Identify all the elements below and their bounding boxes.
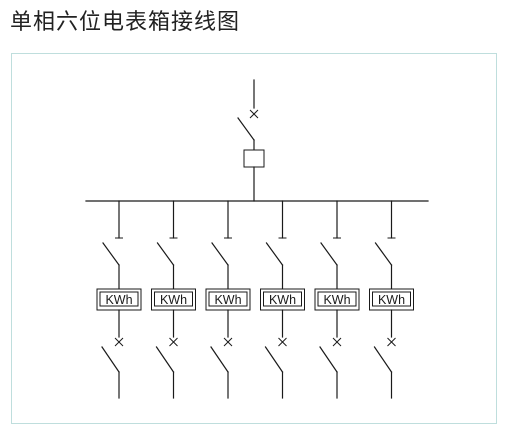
branch-2-lower-switch bbox=[155, 346, 175, 373]
branch-2-meter-inner bbox=[154, 291, 193, 307]
main-isolator-mark-b bbox=[249, 109, 259, 119]
branch-4-isolator-mark-b bbox=[278, 337, 287, 347]
branch-2-meter-label: KWh bbox=[160, 293, 187, 307]
branch-2: KWh bbox=[151, 200, 196, 399]
main-breaker-box bbox=[243, 149, 265, 168]
branch-2-upper-switch bbox=[156, 242, 175, 266]
branch-5-isolator-mark-b bbox=[332, 337, 342, 347]
branch-1-lower-switch bbox=[101, 346, 120, 373]
branch-5-upper-switch bbox=[320, 242, 338, 266]
branch-3-meter-inner bbox=[208, 291, 248, 307]
branch-circuits: KWh KWh KWh KWh KWh KWh bbox=[96, 200, 414, 399]
branch-3-upper-switch bbox=[211, 242, 229, 266]
branch-6: KWh bbox=[369, 200, 414, 399]
page-title: 单相六位电表箱接线图 bbox=[10, 10, 241, 35]
branch-2-isolator-mark-b bbox=[169, 337, 178, 347]
branch-6-meter-label: KWh bbox=[378, 293, 405, 307]
branch-5-meter-inner bbox=[317, 291, 357, 307]
branch-1: KWh bbox=[96, 200, 142, 399]
branch-4: KWh bbox=[260, 200, 305, 399]
branch-1-meter-inner bbox=[99, 291, 139, 307]
branch-3: KWh bbox=[205, 200, 251, 399]
branch-5-lower-switch bbox=[319, 346, 338, 373]
branch-1-isolator-mark-b bbox=[114, 337, 124, 347]
branch-1-upper-switch bbox=[102, 242, 120, 266]
main-switch-blade bbox=[237, 117, 255, 141]
branch-4-meter-label: KWh bbox=[269, 293, 296, 307]
branch-6-lower-switch bbox=[373, 346, 393, 373]
branch-1-meter-label: KWh bbox=[105, 293, 132, 307]
branch-3-isolator-mark-b bbox=[223, 337, 233, 347]
branch-5: KWh bbox=[314, 200, 360, 399]
branch-4-meter-inner bbox=[263, 291, 302, 307]
branch-4-upper-switch bbox=[265, 242, 284, 266]
branch-3-lower-switch bbox=[210, 346, 229, 373]
branch-3-meter-label: KWh bbox=[214, 293, 241, 307]
branch-4-lower-switch bbox=[264, 346, 284, 373]
branch-5-meter-label: KWh bbox=[323, 293, 350, 307]
branch-6-meter-inner bbox=[372, 291, 411, 307]
main-feed bbox=[85, 79, 429, 202]
branch-6-isolator-mark-b bbox=[387, 337, 396, 347]
diagram-frame bbox=[11, 53, 497, 424]
branch-6-upper-switch bbox=[374, 242, 393, 266]
